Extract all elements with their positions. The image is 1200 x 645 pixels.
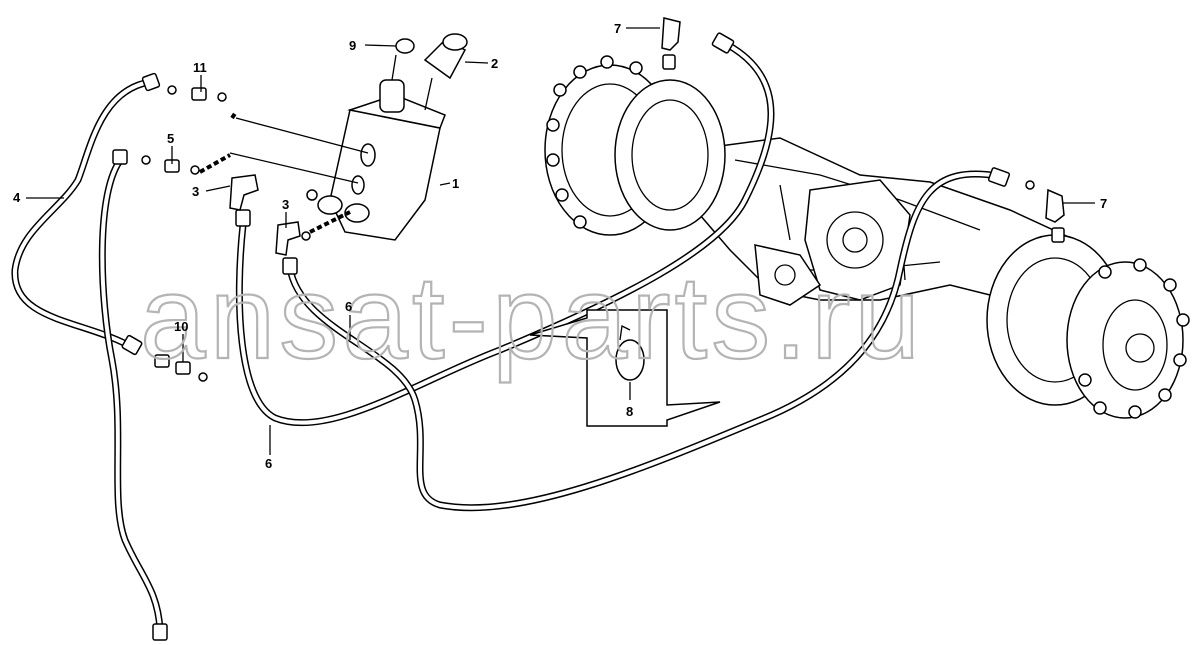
brake-valve (317, 33, 468, 241)
part-labels: 1 2 9 11 5 3 3 4 10 6 6 7 7 8 (13, 21, 1107, 471)
label-1: 1 (452, 176, 459, 191)
hose-10 (98, 154, 164, 634)
label-3a: 3 (192, 184, 199, 199)
fittings (141, 17, 1065, 382)
watermark: ansat-parts.ru (140, 252, 924, 384)
label-5: 5 (167, 131, 174, 146)
axle-assembly (544, 55, 1190, 419)
label-9: 9 (349, 38, 356, 53)
hoses (11, 32, 1011, 641)
label-2: 2 (491, 56, 498, 71)
label-4: 4 (13, 190, 21, 205)
hose-4 (11, 78, 154, 349)
label-11: 11 (193, 60, 207, 75)
label-6b: 6 (265, 456, 272, 471)
label-7a: 7 (614, 21, 621, 36)
label-10: 10 (174, 319, 188, 334)
label-8: 8 (626, 404, 633, 419)
clamp-inset (529, 309, 721, 427)
label-3b: 3 (282, 197, 289, 212)
label-7b: 7 (1100, 196, 1107, 211)
label-6a: 6 (345, 299, 352, 314)
leader-lines (26, 27, 1095, 455)
dashed-lines (199, 110, 369, 234)
